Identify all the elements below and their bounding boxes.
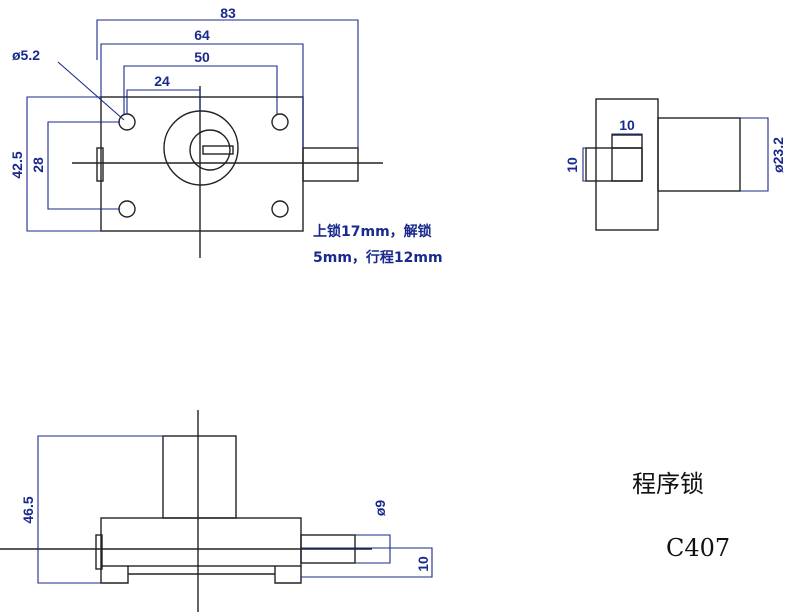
front-bolt [302,147,359,182]
bottom-view: 46.5 ø9 10 [0,410,433,612]
bottom-foot-right [274,566,302,584]
product-name: 程序锁 [632,470,704,498]
dim-64-label: 64 [194,27,210,43]
dim-bottom-10-line [301,547,433,578]
dim-42-5-line [26,96,101,232]
dim-side-10-top-line [611,133,643,135]
product-model: C407 [666,534,730,562]
dim-50-label: 50 [194,49,210,65]
dim-83-label: 83 [220,5,236,21]
note-line-1: 上锁17mm，解锁 [313,223,432,240]
stroke-note: 上锁17mm，解锁 5mm，行程12mm [313,223,443,266]
title-block: 程序锁 C407 [632,470,730,562]
front-left-ear [96,147,104,182]
bottom-left-ear [95,534,103,570]
dim-9-line [355,534,391,564]
bottom-base [100,517,302,567]
dim-bottom-10-label: 10 [415,556,431,572]
dim-side-23-2-label: ø23.2 [770,137,786,173]
side-slot-outer [611,134,643,182]
dim-24-label: 24 [154,73,170,89]
side-view: 10 10 ø23.2 [564,98,786,231]
front-view [72,86,383,258]
dim-64-line [100,43,304,148]
dim-28-line [47,121,120,210]
dim-46-5-line [37,435,163,584]
side-bolt [585,147,643,182]
dim-83-line [96,19,359,148]
front-dimensions: 83 64 50 24 ø5.2 42.5 28 [9,5,359,232]
dim-9-label: ø9 [372,500,388,517]
bottom-foot-left [100,566,129,584]
dim-hole-leader [57,61,125,121]
front-hole-bottom-right [271,200,289,218]
dim-side-23-2-line [740,117,769,192]
dim-50-line [123,65,278,114]
dim-42-5-label: 42.5 [9,151,25,178]
dim-hole-label: ø5.2 [12,47,40,63]
bottom-cylinder [162,435,237,519]
dim-side-10-left-line [582,147,586,182]
front-cylinder-inner [189,129,231,171]
note-line-2: 5mm，行程12mm [313,249,443,266]
dim-28-label: 28 [30,157,46,173]
front-hole-top-left [118,113,136,131]
front-hole-top-right [271,113,289,131]
dim-24-line [126,89,201,114]
front-hole-bottom-left [118,200,136,218]
side-cylinder [657,117,741,192]
dim-46-5-label: 46.5 [20,496,36,523]
front-cylinder-outer [163,110,239,186]
dim-side-10-left-label: 10 [564,157,580,173]
dim-side-10-top-label: 10 [619,117,635,133]
front-keyway [202,145,234,155]
